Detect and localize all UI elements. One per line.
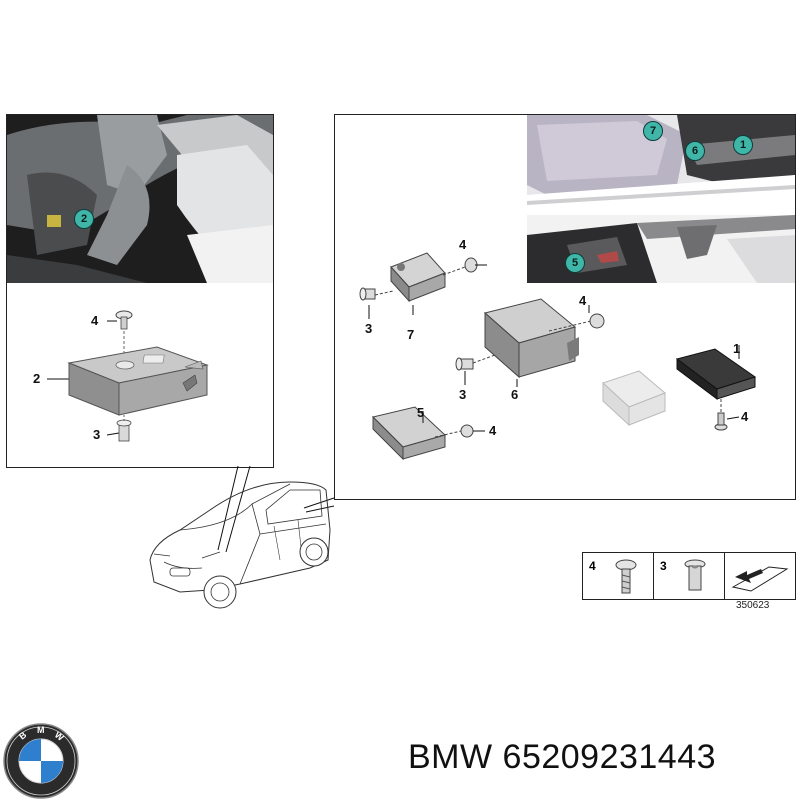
label-screw-4: 4 bbox=[91, 313, 99, 328]
label-part6-rivet-3: 3 bbox=[459, 387, 467, 402]
hardware-legend: 4 3 bbox=[582, 552, 796, 600]
rivet-icon bbox=[684, 559, 706, 591]
part-6-drawing bbox=[455, 298, 605, 387]
callout-1: 1 bbox=[733, 135, 753, 155]
part-number-caption: BMW 65209231443 bbox=[408, 738, 717, 776]
car-outline-drawing bbox=[149, 465, 335, 609]
direction-arrow-icon bbox=[731, 566, 789, 592]
label-part7-screw-4: 4 bbox=[459, 237, 467, 252]
legend-cell-screw: 4 bbox=[583, 553, 654, 599]
legend-screw-number: 4 bbox=[589, 559, 596, 573]
label-part-1: 1 bbox=[733, 341, 741, 356]
screw-icon bbox=[615, 559, 637, 594]
legend-cell-arrow bbox=[725, 553, 795, 599]
svg-text:M: M bbox=[37, 725, 45, 735]
label-part-7: 7 bbox=[407, 327, 415, 342]
label-part7-rivet-3: 3 bbox=[365, 321, 373, 336]
callout-6: 6 bbox=[685, 141, 705, 161]
part-7-drawing bbox=[359, 252, 487, 319]
callout-2: 2 bbox=[74, 209, 94, 229]
legend-cell-rivet: 3 bbox=[654, 553, 725, 599]
label-module-2: 2 bbox=[33, 371, 41, 386]
label-part5-screw-4: 4 bbox=[489, 423, 497, 438]
part-5-drawing bbox=[372, 406, 485, 461]
reference-number: 350623 bbox=[736, 600, 770, 611]
label-part6-screw-4: 4 bbox=[579, 293, 587, 308]
callout-7: 7 bbox=[643, 121, 663, 141]
bmw-logo: B M W bbox=[3, 723, 79, 799]
left-installation-photo bbox=[7, 115, 273, 283]
label-rivet-3: 3 bbox=[93, 427, 101, 442]
svg-text:B: B bbox=[17, 729, 29, 741]
part-1-drawing bbox=[675, 345, 757, 431]
label-part1-screw-4: 4 bbox=[741, 409, 749, 424]
callout-5: 5 bbox=[565, 253, 585, 273]
module-2-drawing bbox=[47, 310, 209, 442]
label-part-6: 6 bbox=[511, 387, 519, 402]
legend-rivet-number: 3 bbox=[660, 559, 667, 573]
left-detail-panel: 2 4 2 3 bbox=[6, 114, 274, 468]
label-part-5: 5 bbox=[417, 405, 425, 420]
right-detail-panel: 7 6 1 5 bbox=[334, 114, 796, 500]
right-parts-drawing bbox=[359, 252, 757, 461]
